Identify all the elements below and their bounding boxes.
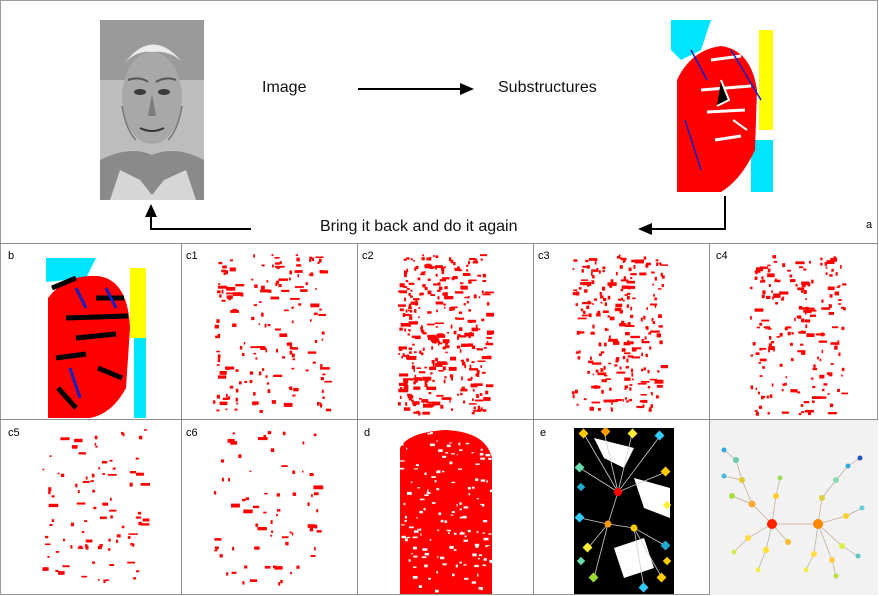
scatter-c6 bbox=[214, 431, 324, 586]
scatter-c5 bbox=[42, 429, 150, 584]
divider-col1 bbox=[181, 243, 182, 595]
panel-c5-map bbox=[40, 428, 150, 590]
divider-col4 bbox=[709, 243, 710, 595]
panel-label-c2: c2 bbox=[362, 250, 374, 262]
loop-label: Bring it back and do it again bbox=[320, 218, 518, 235]
arrow-loop-right bbox=[638, 196, 726, 235]
panel-c1-map bbox=[212, 254, 332, 414]
panel-label-d: d bbox=[364, 427, 371, 439]
scatter-c2 bbox=[398, 254, 494, 416]
panel-label-c1: c1 bbox=[186, 250, 198, 262]
panel-label-c4: c4 bbox=[716, 250, 728, 262]
divider-col3 bbox=[533, 243, 534, 595]
scatter-c3 bbox=[572, 254, 668, 412]
panel-c4-map bbox=[750, 254, 850, 418]
panel-c6-map bbox=[214, 430, 324, 590]
scatter-c1 bbox=[212, 254, 332, 413]
arrow-loop-left bbox=[145, 204, 251, 230]
panel-label-e: e bbox=[540, 427, 547, 439]
panel-label-c3: c3 bbox=[538, 250, 550, 262]
panel-d-map bbox=[398, 428, 494, 594]
panel-f-network bbox=[710, 420, 878, 595]
panel-b-map bbox=[46, 258, 148, 418]
panel-label-c6: c6 bbox=[186, 427, 198, 439]
divider-col2 bbox=[357, 243, 358, 595]
panel-label-a: a bbox=[866, 219, 873, 231]
divider-top bbox=[0, 243, 878, 244]
photo-portrait bbox=[100, 20, 204, 200]
scatter-c4 bbox=[750, 255, 848, 416]
panel-label-c5: c5 bbox=[8, 427, 20, 439]
panel-d-speckle bbox=[399, 432, 494, 593]
divider-middle bbox=[0, 419, 878, 420]
image-label: Image bbox=[262, 79, 307, 96]
panel-label-b: b bbox=[8, 250, 15, 262]
panel-e-network-on-image bbox=[574, 428, 674, 594]
panel-c3-map bbox=[572, 254, 668, 414]
arrow-right bbox=[358, 83, 474, 95]
substructures-label: Substructures bbox=[498, 79, 597, 96]
substructure-map bbox=[671, 20, 775, 192]
panel-c2-map bbox=[398, 254, 494, 418]
